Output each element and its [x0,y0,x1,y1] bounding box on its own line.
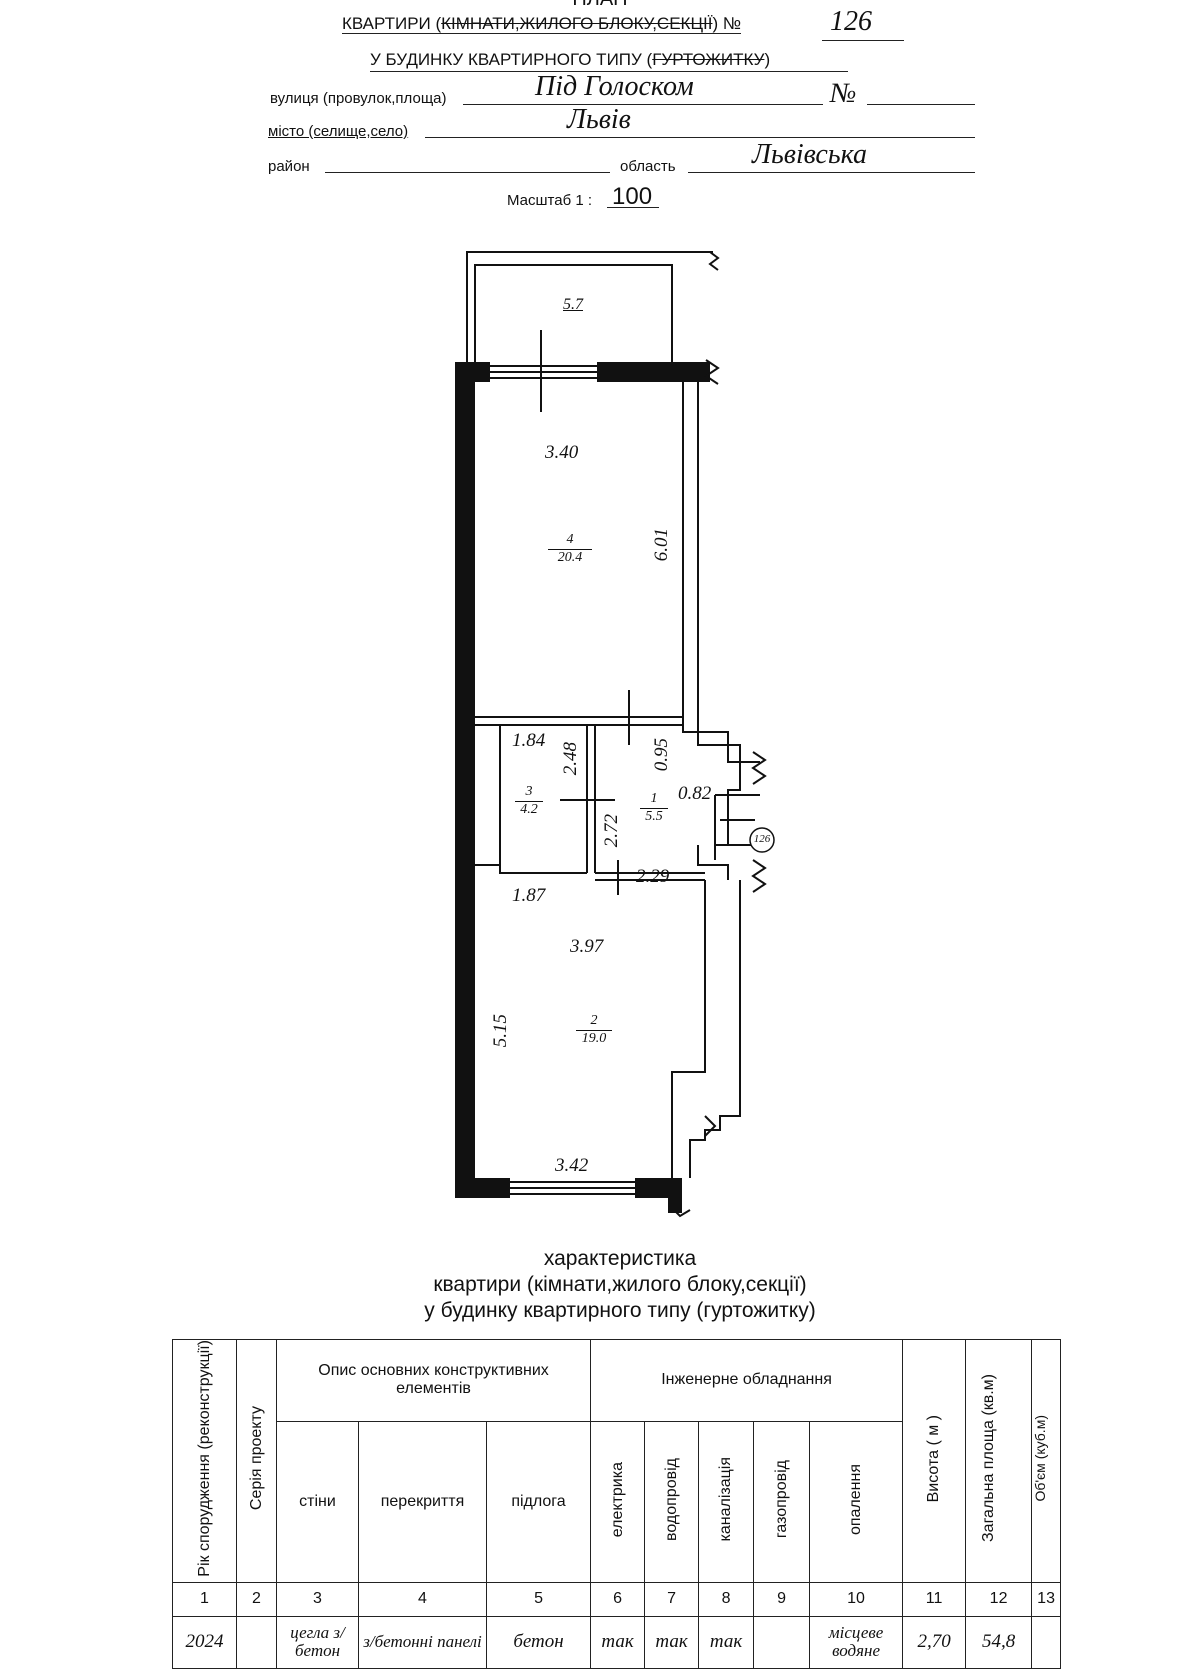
col-number: 6 [590,1581,646,1617]
group-desc-header: Опис основних конструктивних елементів [275,1339,592,1422]
col-number: 2 [236,1581,277,1617]
col-floor-header: підлога [485,1420,592,1583]
col-number: 8 [698,1581,755,1617]
header-line-2-tail: ) [764,50,771,69]
header-line-2: У БУДИНКУ КВАРТИРНОГО ТИПУ (ГУРТОЖИТКУ) [370,50,770,70]
scale-label: Масштаб 1 : [507,192,593,209]
room1-dim-b: 0.82 [678,783,712,804]
volume-value [1031,1615,1062,1669]
col-volume-header: Об'єм (куб.м) [1031,1339,1062,1583]
number-label: № [830,78,857,109]
region-label: область [620,158,676,175]
region-value: Львівська [752,139,867,170]
room4-number: 4 [548,532,592,550]
room1-dim-c: 2.72 [601,814,622,848]
series-value [236,1615,277,1669]
scale-value: 100 [612,183,653,210]
room2-length: 5.15 [490,1014,511,1048]
header-line-1-tail: ) № [712,14,742,33]
district-label: район [268,158,310,175]
col-number: 13 [1031,1581,1062,1617]
header-line-2-text: У БУДИНКУ КВАРТИРНОГО ТИПУ ( [370,50,653,69]
street-value: Під Голоском [535,71,694,102]
room4-area: 20.4 [557,550,583,565]
col-water-header: водопровід [644,1420,700,1583]
header-line-1: КВАРТИРИ (КІМНАТИ,ЖИЛОГО БЛОКУ,СЕКЦІЇ) № [342,14,742,34]
room2-bottom: 3.42 [555,1155,589,1176]
col-floors-header: перекриття [358,1420,487,1583]
characteristics-title-3: у будинку квартирного типу (гуртожитку) [424,1299,816,1322]
col-number: 1 [172,1581,237,1617]
col-walls-header: стіни [276,1420,359,1583]
col-series-header: Серія проекту [236,1339,277,1583]
col-number: 4 [358,1581,487,1617]
walls-value: цегла з/бетон [276,1615,359,1669]
col-number: 10 [809,1581,904,1617]
table-row: 2024 цегла з/бетон з/бетонні панелі бето… [172,1615,1062,1669]
col-number: 5 [485,1581,592,1617]
header-line-1-struck: КІМНАТИ,ЖИЛОГО БЛОКУ,СЕКЦІЇ [441,14,713,33]
room3-length: 2.48 [560,742,581,776]
door-tag: 126 [753,833,771,845]
col-number: 7 [644,1581,700,1617]
elec-value: так [590,1615,646,1669]
year-value: 2024 [172,1615,237,1669]
city-label: місто (селище,село) [268,123,409,140]
floor-value: бетон [485,1615,592,1669]
col-number: 9 [753,1581,811,1617]
col-heat-header: опалення [809,1420,904,1583]
heat-value: місцеве водяне [809,1615,904,1669]
height-value: 2,70 [902,1615,967,1669]
balcony-width: 5.7 [563,296,583,313]
room1-dim-a: 0.95 [651,738,672,772]
col-sewer-header: каналізація [698,1420,755,1583]
col-number: 11 [902,1581,967,1617]
room1-dim-d: 2.29 [636,866,670,887]
room2-width: 3.97 [570,936,604,957]
floor-plan [455,251,775,1218]
street-label: вулиця (провулок,площа) [270,90,447,107]
room3-number: 3 [515,784,543,802]
header-line-1-text: КВАРТИРИ ( [342,14,442,33]
room2-area: 19.0 [581,1031,607,1046]
col-gas-header: газопровід [753,1420,811,1583]
room2-dim-top: 1.87 [512,885,546,906]
page-title: ПЛАН [0,0,1200,11]
col-elec-header: електрика [590,1420,646,1583]
col-area-header: Загальна площа (кв.м) [965,1339,1033,1583]
room1-area: 5.5 [645,809,663,824]
room2-number: 2 [576,1013,612,1031]
city-value: Львів [567,104,631,135]
room2-label: 2 19.0 [576,1013,612,1047]
header-line-2-struck: ГУРТОЖИТКУ [652,50,765,69]
room4-length: 6.01 [651,528,672,562]
room3-width: 1.84 [512,730,546,751]
door-tag-circle [749,827,775,853]
characteristics-title-2: квартири (кімнати,жилого блоку,секції) [433,1273,807,1296]
sewer-value: так [698,1615,755,1669]
col-year-header: Рік спорудження (реконструкції) [172,1339,237,1583]
gas-value [753,1615,811,1669]
room1-number: 1 [640,791,668,809]
column-number-row: 1 2 3 4 5 6 7 8 9 10 11 12 13 [172,1581,1062,1617]
floors-value: з/бетонні панелі [358,1615,487,1669]
room1-label: 1 5.5 [640,791,668,825]
col-height-header: Висота ( м ) [902,1339,967,1583]
room4-label: 4 20.4 [548,532,592,566]
apartment-number: 126 [830,6,872,37]
group-eng-header: Інженерне обладнання [590,1339,904,1422]
characteristics-title-1: характеристика [543,1247,697,1270]
characteristics-table: Рік спорудження (реконструкції) Серія пр… [172,1339,1062,1669]
room3-label: 3 4.2 [515,784,543,818]
col-number: 12 [965,1581,1033,1617]
room3-area: 4.2 [520,802,538,817]
room4-width: 3.40 [545,442,579,463]
col-number: 3 [276,1581,359,1617]
water-value: так [644,1615,700,1669]
area-value: 54,8 [965,1615,1033,1669]
